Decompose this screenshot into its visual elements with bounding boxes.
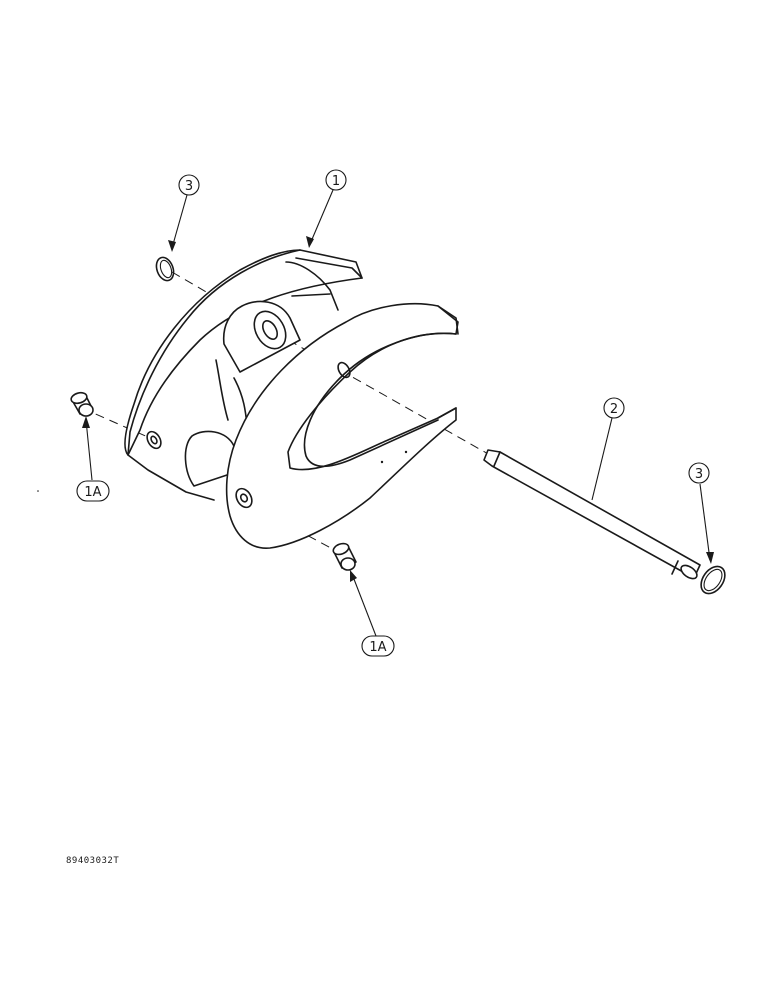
callout-1a-left: 1A	[76, 480, 110, 502]
bushing-bottom	[332, 542, 357, 571]
callout-1a-left-label: 1A	[84, 485, 101, 500]
speck	[37, 490, 39, 492]
bushing-left	[70, 391, 94, 417]
leader-lines	[82, 189, 714, 637]
figure-number: 89403032T	[66, 856, 119, 866]
snap-ring-top	[155, 256, 175, 282]
callout-2: 2	[603, 397, 625, 419]
callout-3-right-label: 3	[695, 467, 703, 482]
callout-1-label: 1	[332, 174, 340, 189]
callout-2-label: 2	[610, 402, 618, 417]
callout-1a-bottom-label: 1A	[369, 640, 386, 655]
callout-3-right: 3	[688, 462, 710, 484]
snap-ring-right	[700, 565, 726, 595]
callout-3-top-label: 3	[185, 179, 193, 194]
callout-1: 1	[325, 169, 347, 191]
callout-3-top: 3	[178, 174, 200, 196]
pivot-bracket-part	[124, 249, 459, 549]
pivot-pin-part	[483, 449, 701, 580]
callout-1a-bottom: 1A	[361, 635, 395, 657]
